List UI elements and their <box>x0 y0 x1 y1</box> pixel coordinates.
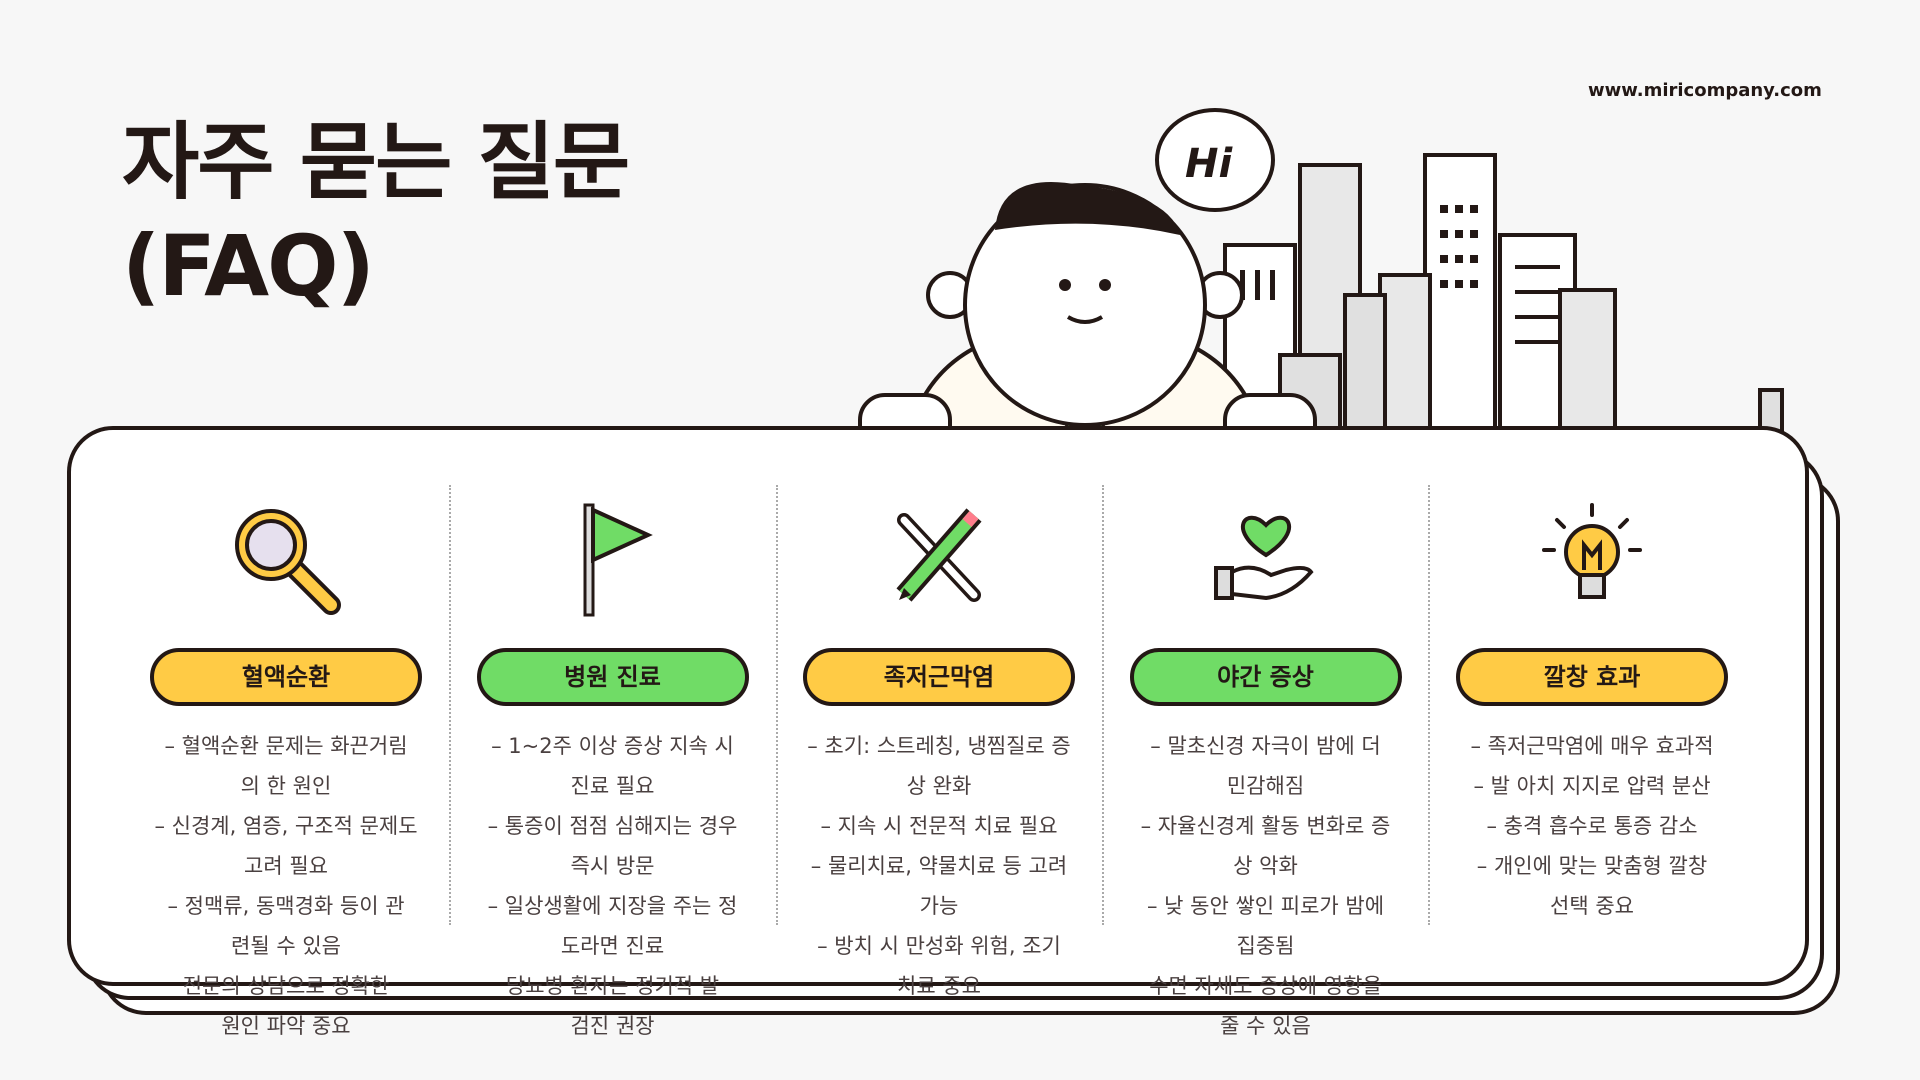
answer-line: 상 완화 <box>906 774 972 798</box>
speech-bubble-icon: Hi <box>1155 108 1275 212</box>
character-city-illustration: Hi <box>858 108 1784 475</box>
answer-line: – 충격 흡수로 통증 감소 <box>1486 814 1698 838</box>
answer-line: 원인 파악 중요 <box>221 1014 351 1038</box>
website-url: www.miricompany.com <box>1588 80 1822 101</box>
answer-line: – 일상생활에 지장을 주는 정 <box>487 894 738 918</box>
category-label: 깔창 효과 <box>1456 648 1728 706</box>
tools-icon <box>776 490 1102 630</box>
answer-line: 진료 필요 <box>570 774 655 798</box>
answer-line: – 혈액순환 문제는 화끈거림 <box>164 734 408 758</box>
category-label: 병원 진료 <box>476 648 749 706</box>
answer-line: – 족저근막염에 매우 효과적 <box>1470 734 1714 758</box>
category-label: 야간 증상 <box>1129 648 1402 706</box>
answer-line: 도라면 진료 <box>560 934 665 958</box>
answer-line: 검진 권장 <box>570 1014 655 1038</box>
answer-line: – 정맥류, 동맥경화 등이 관 <box>167 894 405 918</box>
answer-line: 민감해짐 <box>1226 774 1305 798</box>
hair-icon <box>995 182 1180 235</box>
divider <box>1102 485 1104 925</box>
greeting-text: Hi <box>1185 141 1233 187</box>
answer-line: – 물리치료, 약물치료 등 고려 <box>810 854 1068 878</box>
divider <box>776 485 778 925</box>
answer-line: – 지속 시 전문적 치료 필요 <box>820 814 1058 838</box>
magnifier-icon <box>123 490 449 630</box>
character-head <box>963 183 1207 427</box>
answer-line: – 자율신경계 활동 변화로 증 <box>1140 814 1391 838</box>
faq-answer-list: – 족저근막염에 매우 효과적 – 발 아치 지지로 압력 분산 – 충격 흡수로 … <box>1429 726 1755 926</box>
lightbulb-icon <box>1429 490 1755 630</box>
answer-line: – 초기: 스트레칭, 냉찜질로 증 <box>807 734 1071 758</box>
answer-line: – 신경계, 염증, 구조적 문제도 <box>154 814 418 838</box>
answer-line: 선택 중요 <box>1550 894 1634 918</box>
answer-line: 련될 수 있음 <box>231 934 341 958</box>
divider <box>1428 485 1430 925</box>
category-label: 혈액순환 <box>150 648 422 706</box>
answer-line: 줄 수 있음 <box>1220 1014 1311 1038</box>
answer-line: 당뇨병 환자는 정기적 발 <box>505 974 720 998</box>
heart-hand-icon <box>1103 490 1429 630</box>
page-title: 자주 묻는 질문(FAQ) <box>122 110 630 318</box>
answer-line: – 개인에 맞는 맞춤형 깔창 <box>1476 854 1708 878</box>
answer-line: 수면 자세도 증상에 영향을 <box>1149 974 1382 998</box>
answer-line: – 발 아치 지지로 압력 분산 <box>1473 774 1711 798</box>
answer-line: 고려 필요 <box>244 854 328 878</box>
answer-line: 가능 <box>919 894 959 918</box>
divider <box>449 485 451 925</box>
title-line-2: (FAQ) <box>122 217 375 315</box>
answer-line: 전문의 상담으로 정확한 <box>182 974 390 998</box>
answer-line: – 낮 동안 쌓인 피로가 밤에 <box>1146 894 1385 918</box>
faq-card <box>67 426 1809 986</box>
answer-line: – 통증이 점점 심해지는 경우 <box>487 814 738 838</box>
category-label: 족저근막염 <box>803 648 1075 706</box>
faq-column-5: 깔창 효과 – 족저근막염에 매우 효과적 – 발 아치 지지로 압력 분산 – 충격… <box>1429 490 1755 926</box>
answer-line: 즉시 방문 <box>570 854 655 878</box>
answer-line: 치료 중요 <box>897 974 981 998</box>
answer-line: – 방치 시 만성화 위험, 조기 <box>817 934 1061 958</box>
answer-line: – 1~2주 이상 증상 지속 시 <box>491 734 734 758</box>
flag-icon <box>450 490 776 630</box>
title-line-1: 자주 묻는 질문 <box>122 113 630 211</box>
answer-line: – 말초신경 자극이 밤에 더 <box>1150 734 1381 758</box>
answer-line: 상 악화 <box>1233 854 1298 878</box>
answer-line: 의 한 원인 <box>240 774 332 798</box>
answer-line: 집중됨 <box>1236 934 1295 958</box>
